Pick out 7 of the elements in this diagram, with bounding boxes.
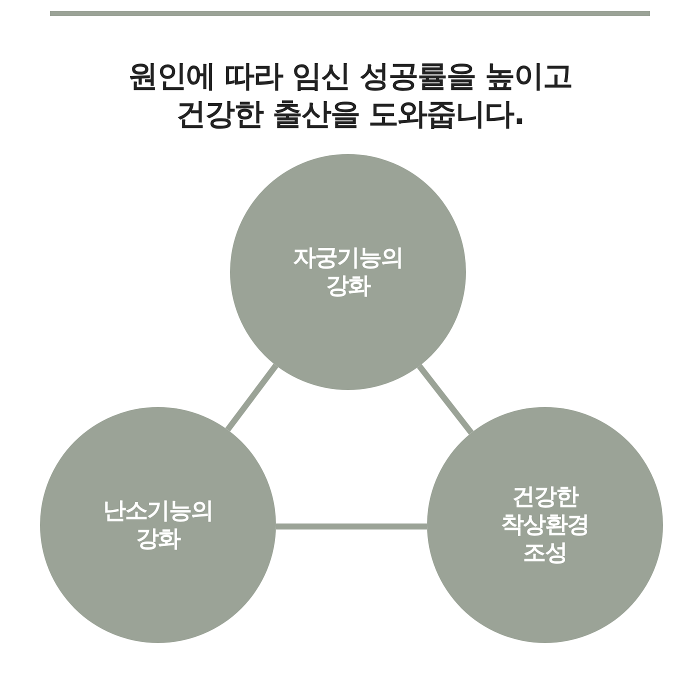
connector-line: [416, 364, 474, 435]
circle-label: 자궁기능의 강화: [292, 244, 404, 300]
connector-line: [225, 364, 278, 432]
circle-label: 건강한 착상환경 조성: [500, 483, 590, 567]
title: 원인에 따라 임신 성공률을 높이고 건강한 출산을 도와줍니다.: [127, 58, 573, 134]
circle-label: 난소기능의 강화: [102, 497, 214, 553]
connector-line: [276, 524, 427, 530]
